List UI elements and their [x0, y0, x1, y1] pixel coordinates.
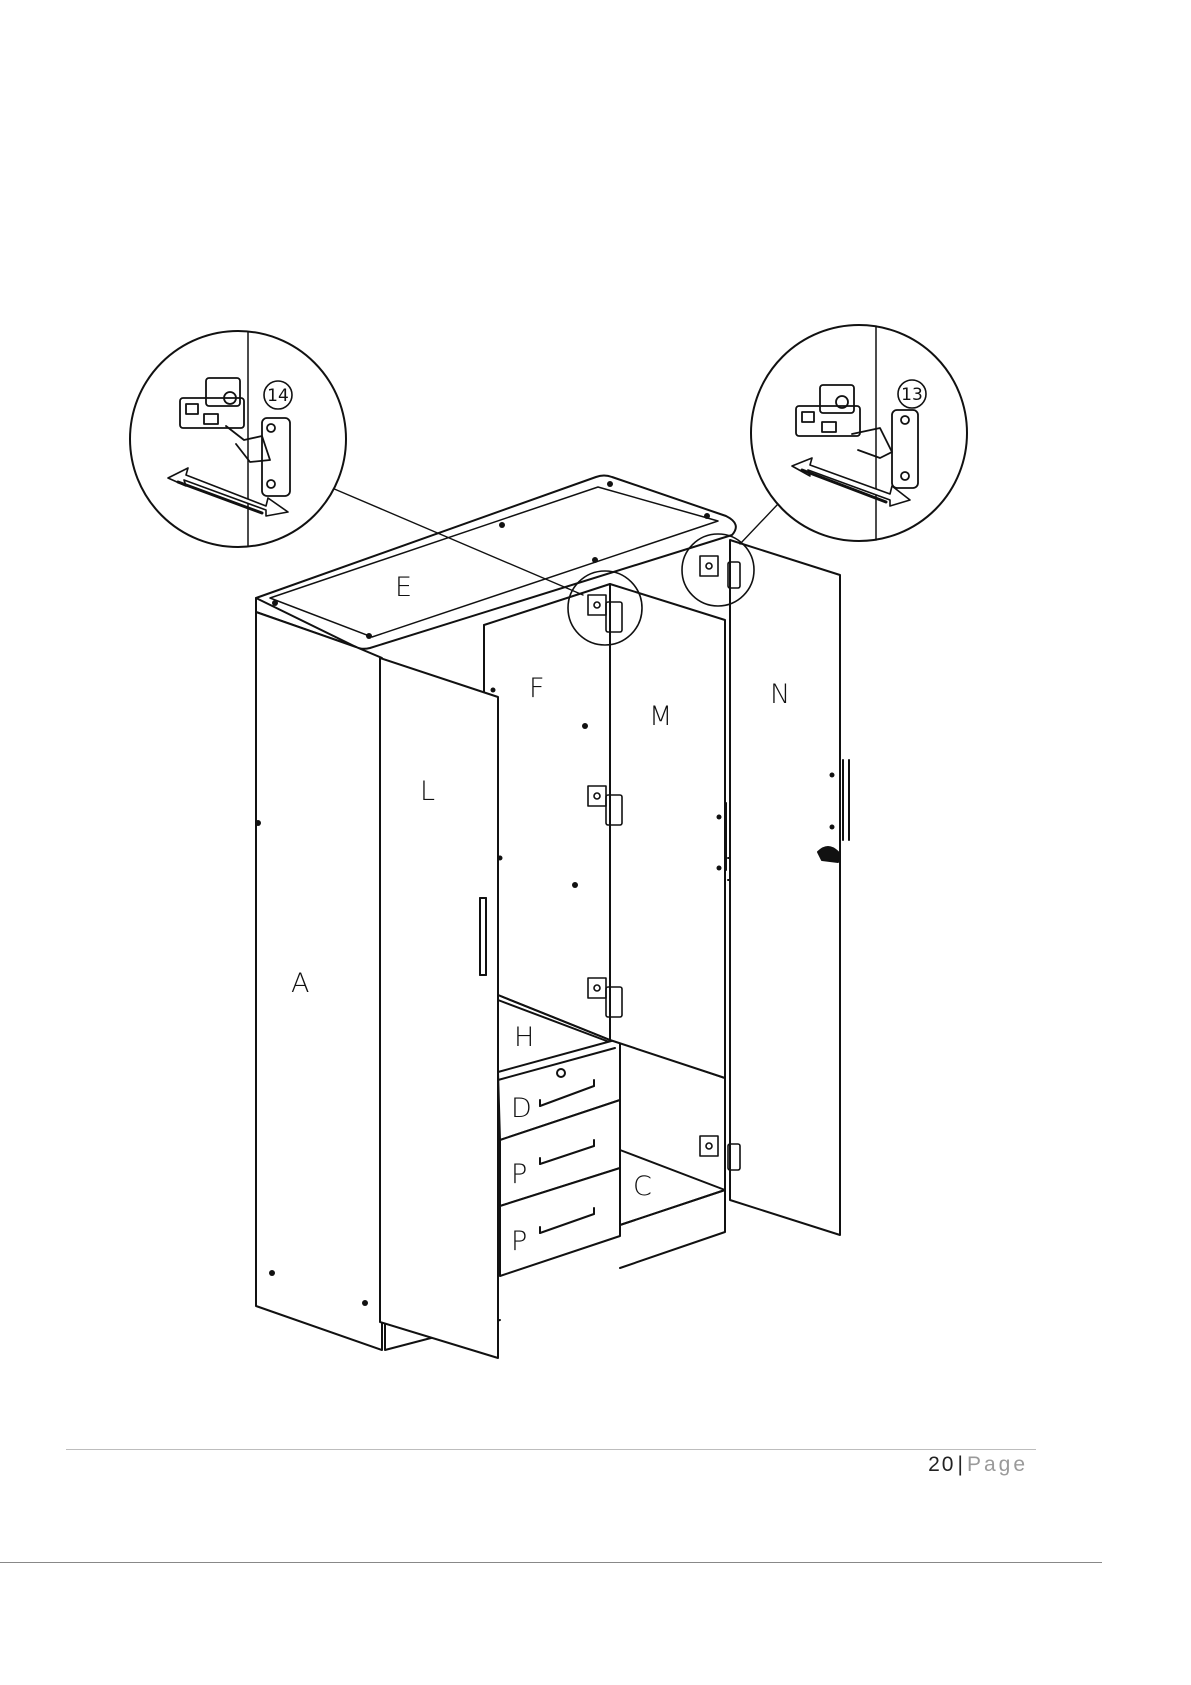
side-panel-a — [255, 612, 382, 1350]
callout-number-14: 14 — [267, 386, 289, 406]
part-label-drawer-mid: P — [511, 1159, 527, 1190]
page-word: Page — [967, 1453, 1028, 1476]
leader-line-right — [740, 504, 778, 544]
door-n — [730, 540, 849, 1235]
part-label-drawer-bottom: P — [511, 1226, 527, 1257]
part-label-c: C — [633, 1171, 652, 1202]
part-label-m: M — [649, 701, 672, 732]
part-label-f: F — [529, 673, 545, 704]
detail-callout-left: 14 — [130, 331, 346, 547]
page-footer: 20|Page — [928, 1453, 1028, 1477]
footer-rule — [66, 1449, 1036, 1450]
wardrobe-assembly-diagram: 14 13 E F M N L A H C D — [0, 0, 1102, 1568]
callout-number-13: 13 — [901, 385, 923, 405]
door-m — [610, 584, 737, 1078]
part-label-a: A — [291, 968, 309, 999]
part-label-e: E — [395, 572, 412, 603]
door-l — [380, 658, 503, 1358]
detail-callout-right: 13 — [751, 325, 967, 541]
part-label-h: H — [514, 1022, 534, 1053]
back-panel-f — [484, 584, 610, 1040]
bottom-edge-line — [0, 1562, 1102, 1563]
part-label-l: L — [420, 776, 435, 807]
page-number: 20 — [928, 1453, 955, 1476]
page-separator: | — [957, 1453, 964, 1476]
part-label-drawer-top: D — [511, 1093, 532, 1124]
part-label-n: N — [770, 679, 790, 710]
